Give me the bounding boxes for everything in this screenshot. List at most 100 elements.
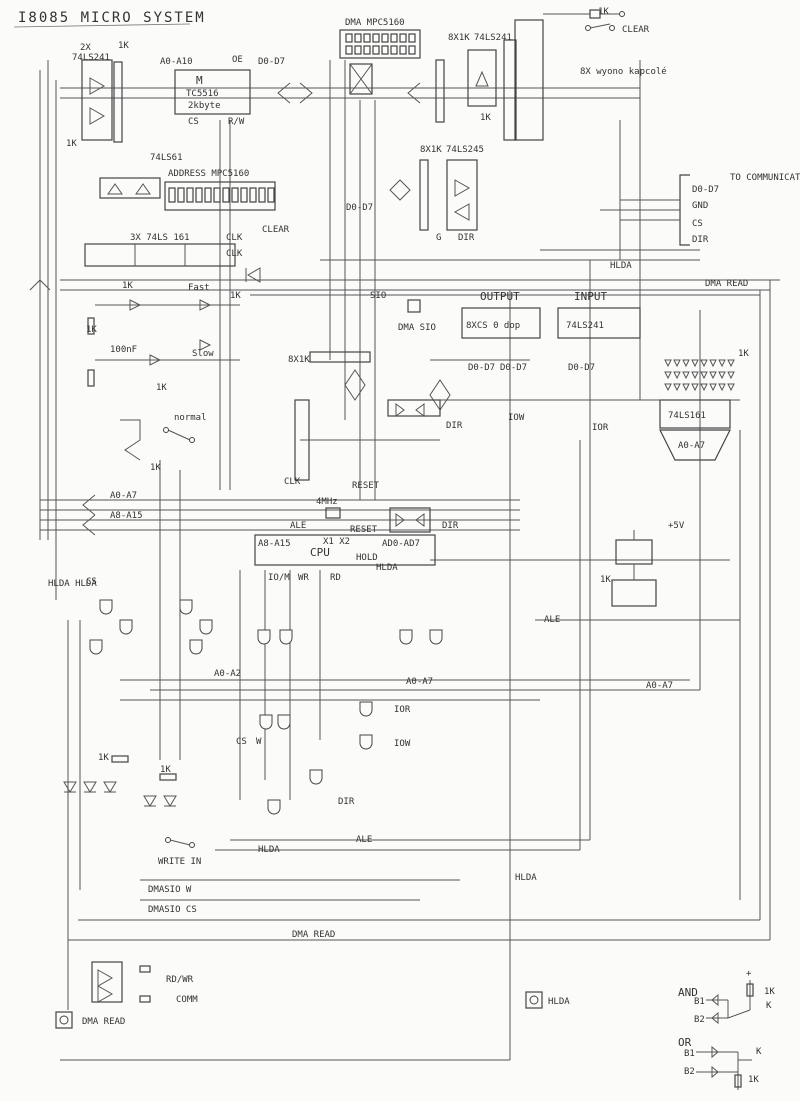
- segment-digit: [204, 187, 212, 203]
- segment-digit: [372, 45, 380, 55]
- svg-text:D0-D7: D0-D7: [468, 363, 495, 373]
- segment-digit: [408, 33, 416, 43]
- svg-text:DIR: DIR: [338, 797, 355, 807]
- svg-text:ALE: ALE: [290, 521, 306, 531]
- svg-text:A0-A7: A0-A7: [406, 677, 433, 687]
- svg-text:74LS245: 74LS245: [446, 145, 484, 155]
- buffer-74ls241-left: 2X 74LS241 1K 1K: [66, 41, 129, 149]
- led-diode: [727, 371, 735, 380]
- svg-text:A0-A10: A0-A10: [160, 57, 193, 67]
- logic-gate: [267, 799, 281, 815]
- segment-digit: [354, 33, 362, 43]
- led-diode: [718, 371, 726, 380]
- led-diode: [673, 371, 681, 380]
- segment-digit: [222, 187, 230, 203]
- ram-tc5516: M TC5516 2kbyte A0-A10 D0-D7 OE CS R/W: [160, 55, 285, 127]
- segment-digit: [345, 45, 353, 55]
- svg-text:CS: CS: [86, 577, 97, 587]
- svg-text:8X1K: 8X1K: [288, 355, 310, 365]
- svg-text:OE: OE: [232, 55, 243, 65]
- svg-text:RD/WR: RD/WR: [166, 975, 194, 985]
- segment-digit: [381, 45, 389, 55]
- svg-text:HLDA: HLDA: [515, 873, 537, 883]
- svg-text:ALE: ALE: [356, 835, 372, 845]
- svg-text:2X: 2X: [80, 43, 91, 53]
- segment-digit: [390, 45, 398, 55]
- svg-text:DIR: DIR: [692, 235, 709, 245]
- led-diode: [709, 371, 717, 380]
- svg-text:K: K: [766, 1001, 772, 1011]
- svg-text:1K: 1K: [160, 765, 171, 775]
- svg-text:A0-A7: A0-A7: [678, 441, 705, 451]
- logic-gate: [399, 629, 413, 645]
- led-diode: [709, 383, 717, 392]
- switch-bank: 8X wyono kapcolé CLEAR 1K: [514, 7, 667, 141]
- bus-arrows: [29, 82, 451, 536]
- led-diode: [673, 359, 681, 368]
- svg-text:B2: B2: [694, 1015, 705, 1025]
- svg-text:74LS61: 74LS61: [150, 153, 183, 163]
- logic-gates: [89, 599, 443, 815]
- buffer-74ls241-right: 8X1K 74LS241 1K: [435, 33, 517, 141]
- svg-text:D0-D7: D0-D7: [258, 57, 285, 67]
- led-diode: [664, 371, 672, 380]
- reset-flipflop: +5V 1K: [600, 521, 685, 607]
- segment-digit: [390, 33, 398, 43]
- svg-text:RD: RD: [330, 573, 341, 583]
- led-diode: [664, 383, 672, 392]
- dma-display-panel: DMA MPC5160: [339, 18, 421, 95]
- segment-digit: [345, 33, 353, 43]
- signal-labels: DMA READ DMA READ HLDA HLDA HLDA HLDA HL…: [48, 261, 748, 1005]
- segment-digit: [258, 187, 266, 203]
- svg-text:HLDA: HLDA: [548, 997, 570, 1007]
- svg-text:1K: 1K: [122, 281, 133, 291]
- led-diode: [682, 383, 690, 392]
- step-switch: normal 1K: [120, 413, 207, 473]
- svg-text:B1: B1: [684, 1049, 695, 1059]
- clock-generator: 1K Fast Slow 100nF 1K 1K 1K: [86, 267, 261, 393]
- svg-text:Fast: Fast: [188, 283, 210, 293]
- segment-digit: [267, 187, 275, 203]
- svg-text:DMASIO CS: DMASIO CS: [148, 905, 197, 915]
- svg-text:CLK: CLK: [284, 477, 301, 487]
- svg-text:R/W: R/W: [228, 117, 245, 127]
- svg-text:OR: OR: [678, 1036, 692, 1049]
- svg-text:A0-A2: A0-A2: [214, 669, 241, 679]
- svg-text:CS: CS: [188, 117, 199, 127]
- logic-gate: [99, 599, 113, 615]
- segment-digit: [231, 187, 239, 203]
- svg-text:D0-D7: D0-D7: [500, 363, 527, 373]
- svg-text:+5V: +5V: [668, 521, 685, 531]
- segment-digit: [363, 33, 371, 43]
- input-port: INPUT 74LS241 D0-D7: [557, 290, 641, 373]
- logic-gate: [257, 629, 271, 645]
- svg-text:A8-A15: A8-A15: [110, 511, 143, 521]
- svg-text:OUTPUT: OUTPUT: [480, 290, 520, 303]
- hlda-led-indicator: HLDA: [525, 991, 570, 1009]
- svg-text:COMM: COMM: [176, 995, 198, 1005]
- svg-text:1K: 1K: [86, 325, 97, 335]
- led-diode: [718, 359, 726, 368]
- dma-read-button[interactable]: DMA READ: [55, 1011, 125, 1029]
- svg-text:1K: 1K: [66, 139, 77, 149]
- logic-gate: [309, 769, 323, 785]
- svg-text:GND: GND: [692, 201, 708, 211]
- svg-text:8XCS 0 dop: 8XCS 0 dop: [466, 321, 520, 331]
- logic-gate: [277, 714, 291, 730]
- svg-text:1K: 1K: [480, 113, 491, 123]
- svg-text:CLEAR: CLEAR: [262, 225, 290, 235]
- logic-gate: [359, 734, 373, 750]
- svg-text:8X wyono kapcolé: 8X wyono kapcolé: [580, 66, 667, 77]
- svg-text:RESET: RESET: [352, 481, 380, 491]
- title-underline: [13, 23, 191, 28]
- segment-digit: [354, 45, 362, 55]
- svg-text:CS: CS: [236, 737, 247, 747]
- svg-text:IO/M: IO/M: [268, 573, 290, 583]
- led-diode: [718, 383, 726, 392]
- svg-text:DMA SIO: DMA SIO: [398, 323, 436, 333]
- led-diode: [727, 383, 735, 392]
- led-diode: [691, 383, 699, 392]
- led-diode: [682, 359, 690, 368]
- svg-text:+: +: [746, 969, 752, 979]
- led-diode: [700, 383, 708, 392]
